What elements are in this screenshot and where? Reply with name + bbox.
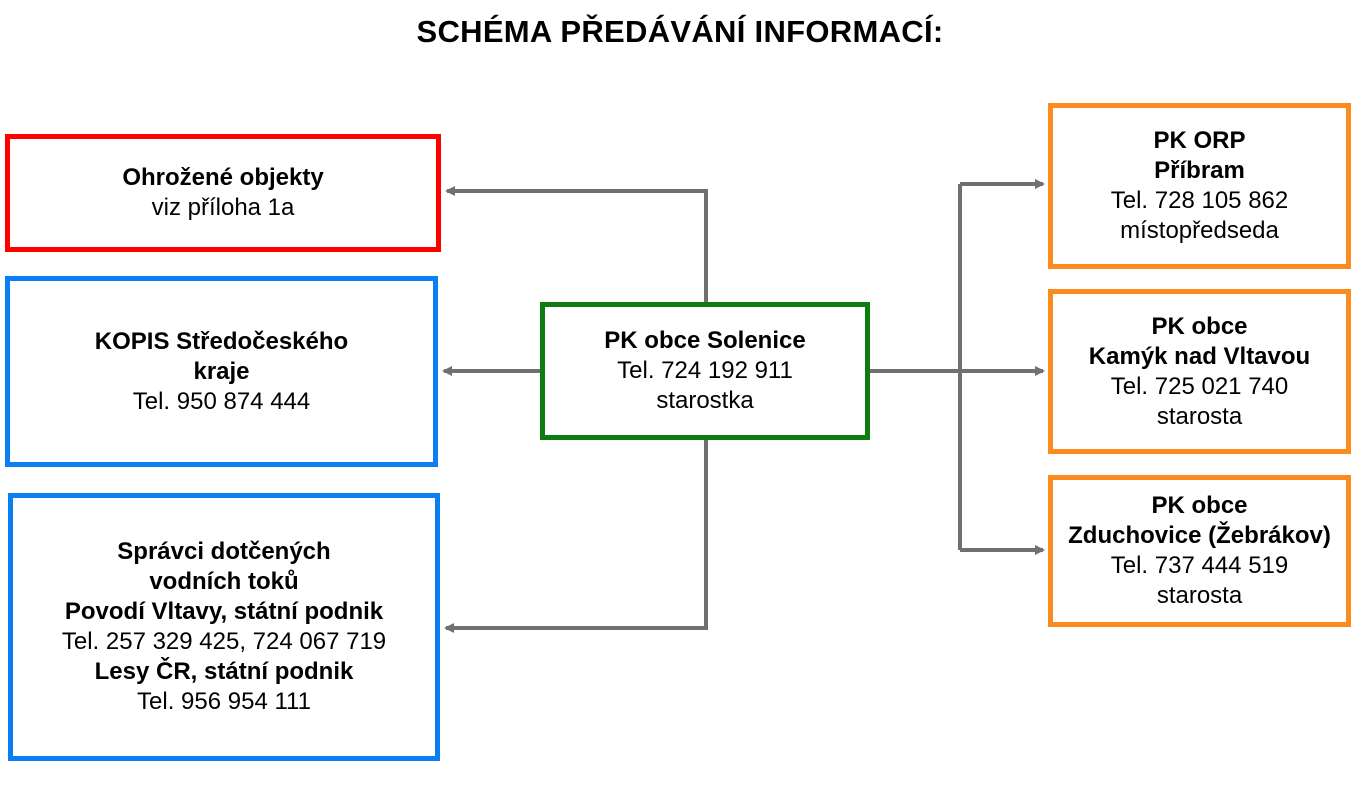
node-kopis-name-line2: kraje [193,357,250,385]
node-orp-name-line2: Příbram [1154,157,1245,184]
node-zduchovice-name-line1: PK obce [1151,492,1248,519]
node-kamyk-phone: Tel. 725 021 740 [1110,372,1289,400]
node-pk-obce-kamyk: PK obce Kamýk nad Vltavou Tel. 725 021 7… [1048,289,1351,454]
node-pk-orp-pribram: PK ORP Příbram Tel. 728 105 862 místopře… [1048,103,1351,269]
node-orp-phone: Tel. 728 105 862 [1110,187,1289,214]
node-kopis: KOPIS Středočeského kraje Tel. 950 874 4… [5,276,438,467]
node-kopis-name-line1: KOPIS Středočeského [94,327,349,355]
node-kamyk-name-line2: Kamýk nad Vltavou [1088,342,1311,370]
node-spravci-heading-line1: Správci dotčených [117,538,331,565]
node-kopis-phone: Tel. 950 874 444 [132,387,311,415]
diagram-title: SCHÉMA PŘEDÁVÁNÍ INFORMACÍ: [416,14,944,49]
node-pk-obce-zduchovice: PK obce Zduchovice (Žebrákov) Tel. 737 4… [1048,475,1351,627]
node-kamyk-role: starosta [1156,402,1243,430]
node-orp-name-line1: PK ORP [1153,127,1246,154]
node-ohrozene-objekty: Ohrožené objekty viz příloha 1a [5,134,441,252]
node-spravci-toku: Správci dotčených vodních toků Povodí Vl… [8,493,440,761]
node-ohrozene-name: Ohrožené objekty [122,164,324,191]
arrow-center-to-ohrozene [445,186,708,302]
node-orp-role: místopředseda [1120,217,1279,244]
node-spravci-org2: Lesy ČR, státní podnik [94,658,354,685]
node-center-phone: Tel. 724 192 911 [617,357,793,384]
node-spravci-org1-phone: Tel. 257 329 425, 724 067 719 [61,628,387,655]
node-spravci-org1: Povodí Vltavy, státní podnik [64,598,384,625]
node-spravci-org2-phone: Tel. 956 954 111 [137,688,311,715]
node-spravci-heading-line2: vodních toků [149,568,299,595]
arrow-center-to-spravci [444,440,708,633]
node-ohrozene-note: viz příloha 1a [151,194,295,221]
node-center-name: PK obce Solenice [604,327,806,354]
node-pk-obce-solenice: PK obce Solenice Tel. 724 192 911 staros… [540,302,870,440]
node-kamyk-name-line1: PK obce [1151,312,1248,340]
node-zduchovice-name-line2: Zduchovice (Žebrákov) [1068,522,1331,549]
node-zduchovice-phone: Tel. 737 444 519 [1110,552,1289,579]
node-zduchovice-role: starosta [1156,582,1243,609]
node-center-role: starostka [656,387,754,414]
